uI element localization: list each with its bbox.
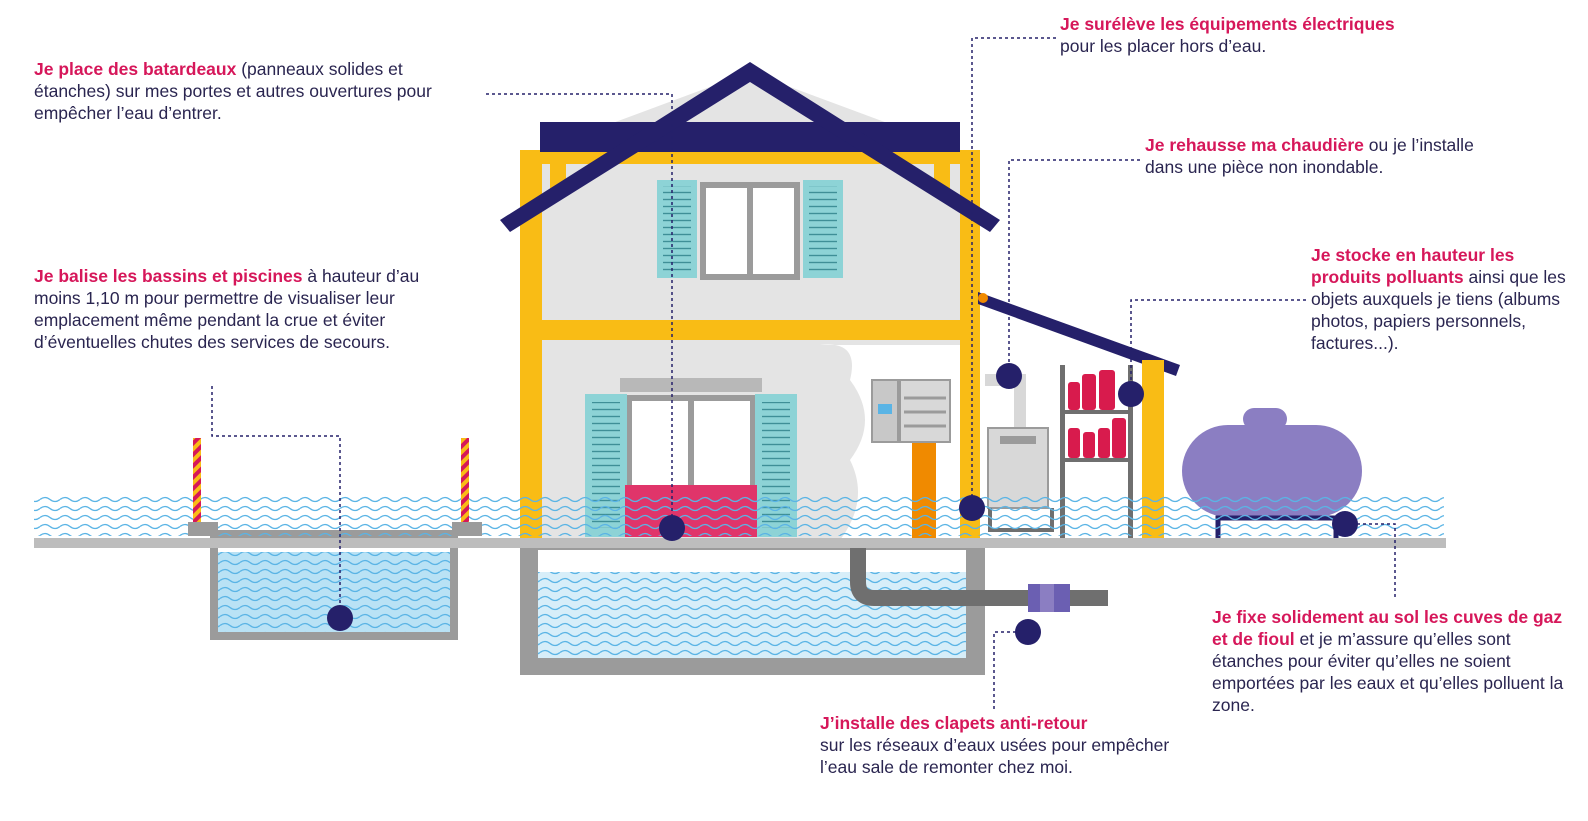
note-bassins-text: à hauteur d’au moins 1,10 m pour permett… <box>34 266 420 352</box>
lean-to-shed <box>978 292 1180 540</box>
note-bassins-highlight: Je balise les bassins et piscines <box>34 266 303 286</box>
note-electrique-text: pour les placer hors d’eau. <box>1060 36 1267 56</box>
leader-lines <box>211 37 1396 710</box>
note-chaudiere-highlight: Je rehausse ma chaudière <box>1145 135 1364 155</box>
house <box>500 62 1000 540</box>
ground-line <box>34 538 1446 548</box>
note-batardeaux-highlight: Je place des batardeaux <box>34 59 237 79</box>
note-clapets-highlight: J’installe des clapets anti-retour <box>820 713 1088 733</box>
note-cuves-text: et je m’assure qu’elles sont étanches po… <box>1212 629 1564 715</box>
note-cuves: Je fixe solidement au sol les cuves de g… <box>1212 606 1582 716</box>
note-electrique-highlight: Je surélève les équipements électriques <box>1060 14 1395 34</box>
note-cuves-highlight: Je fixe solidement au sol les cuves de g… <box>1212 607 1563 649</box>
note-polluants-text: ainsi que les objets auxquels je tiens (… <box>1311 267 1566 353</box>
note-clapets-text: sur les réseaux d’eaux usées pour empêch… <box>820 735 1170 777</box>
basement <box>520 540 985 675</box>
marker-dots <box>327 363 1358 645</box>
note-chaudiere-text: ou je l’installe dans une pièce non inon… <box>1145 135 1474 177</box>
note-polluants-highlight: Je stocke en hauteur les produits pollua… <box>1311 245 1515 287</box>
drain-pipe <box>850 548 1108 612</box>
note-batardeaux: Je place des batardeaux (panneaux solide… <box>34 58 484 124</box>
flood-water <box>34 496 1444 536</box>
pool-marker-posts <box>188 438 482 536</box>
note-chaudiere: Je rehausse ma chaudière ou je l’install… <box>1145 134 1475 178</box>
note-polluants: Je stocke en hauteur les produits pollua… <box>1311 244 1571 354</box>
note-batardeaux-text: (panneaux solides et étanches) sur mes p… <box>34 59 432 123</box>
note-bassins: Je balise les bassins et piscines à haut… <box>34 265 454 353</box>
